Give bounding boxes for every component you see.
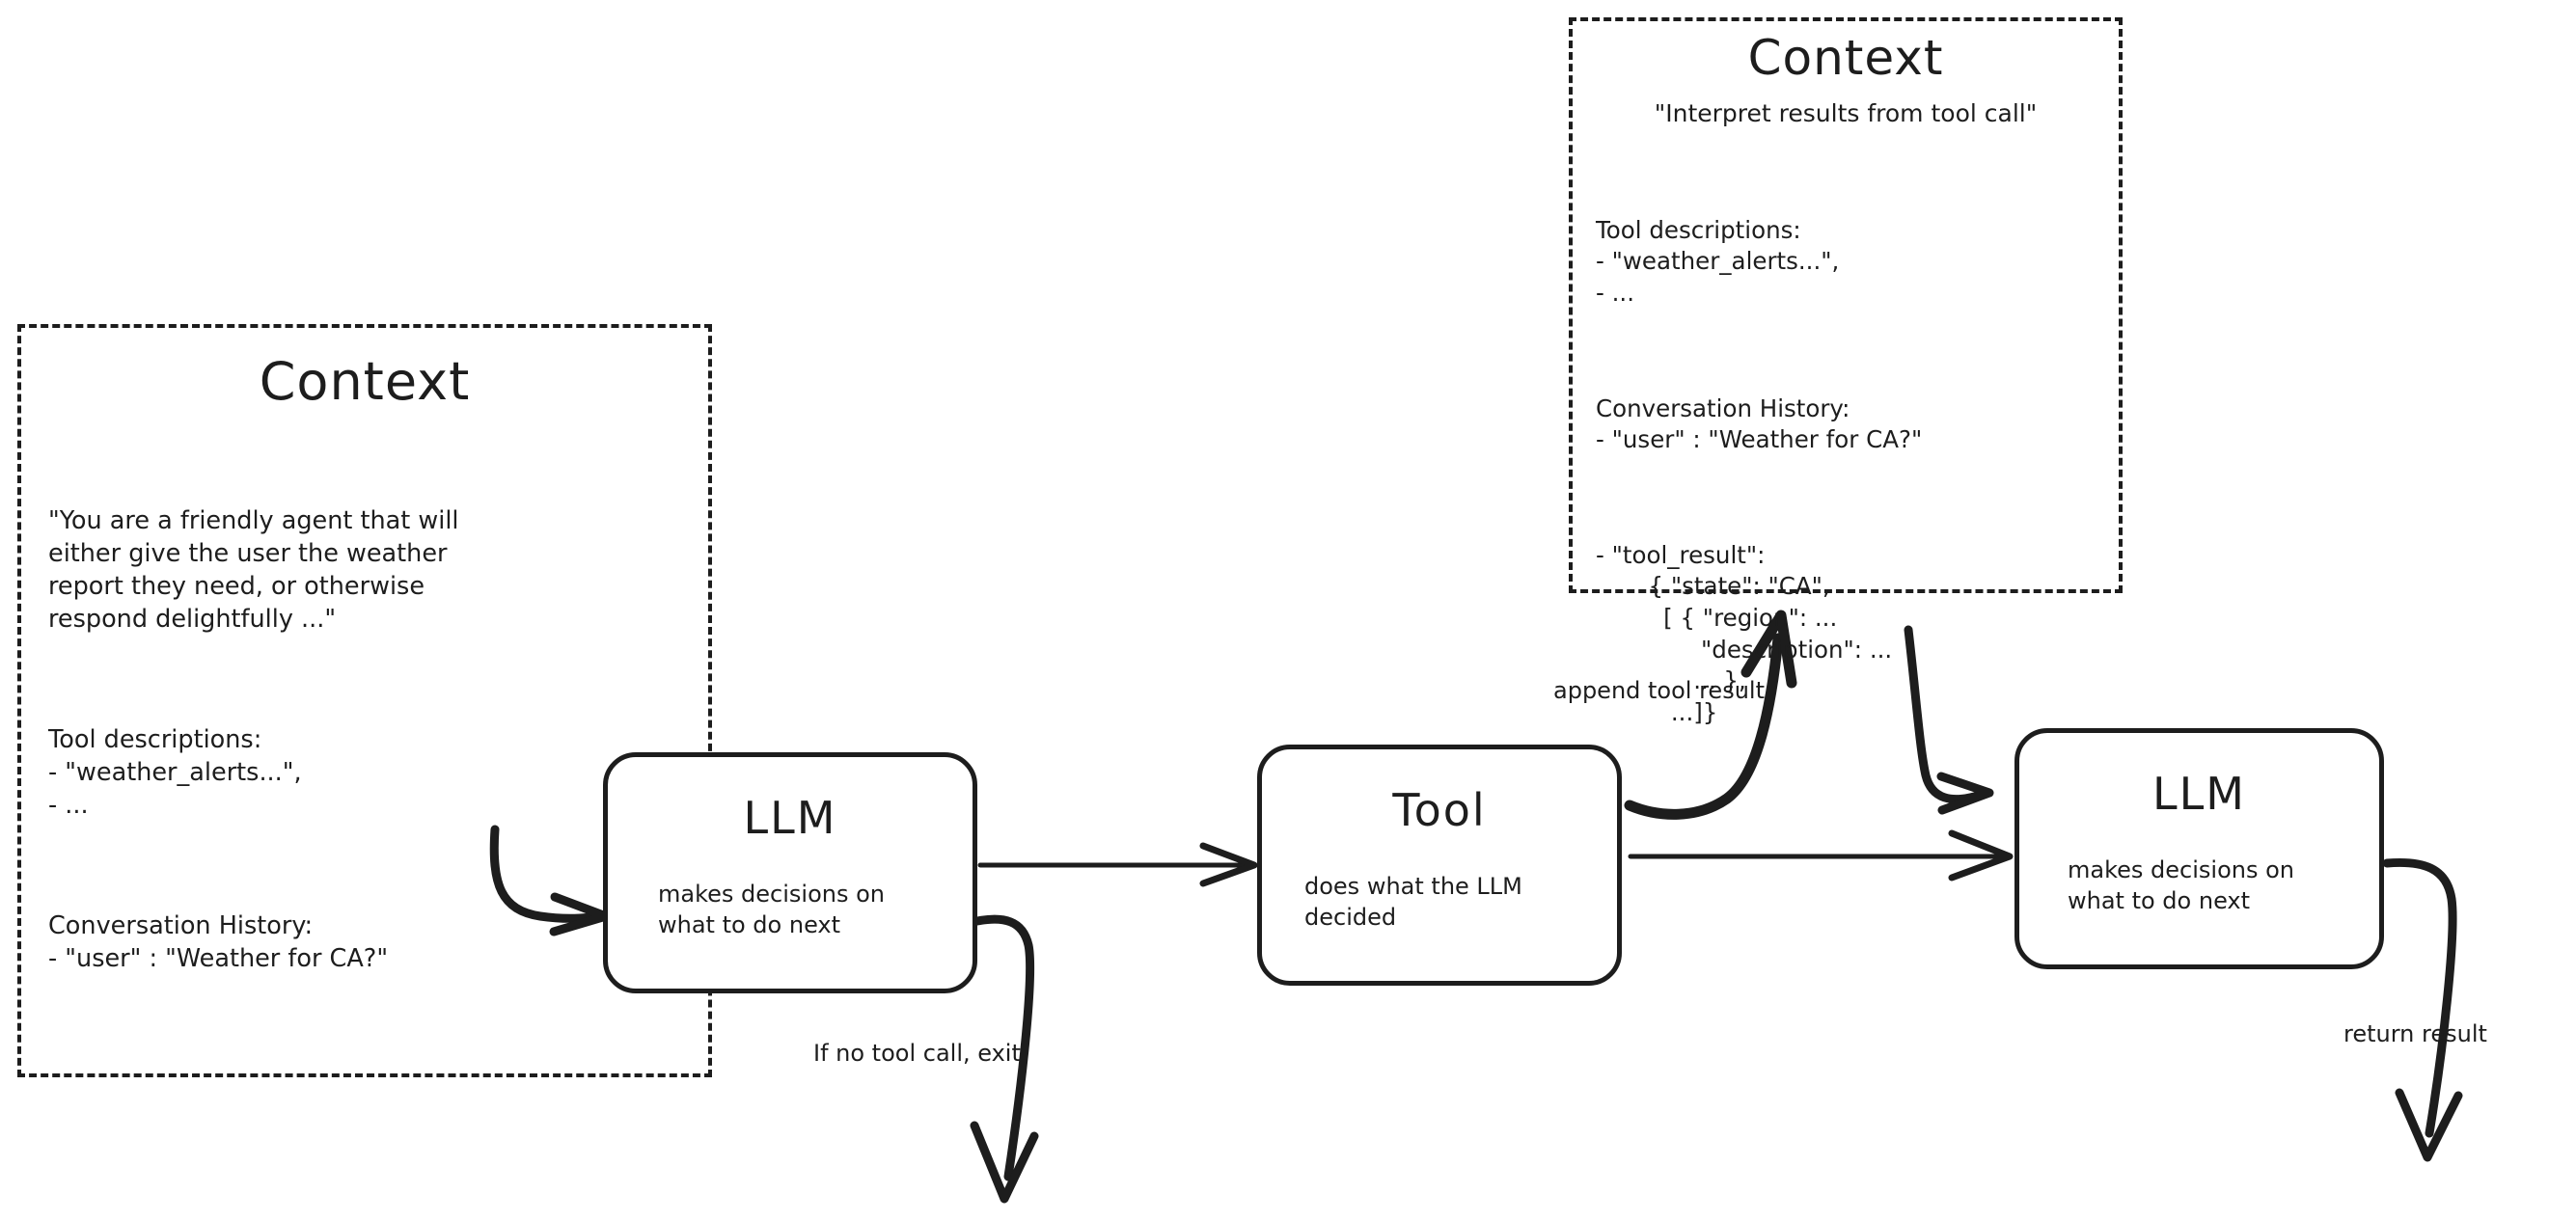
edge-label-append-tool-result: append tool result [1553,677,1765,704]
node-llm-first-title: LLM [743,792,837,844]
node-llm-first[interactable]: LLM makes decisions on what to do next [603,752,977,993]
node-tool-title: Tool [1392,784,1487,836]
edge-llm2-return [2382,857,2463,1162]
context-right-conversation-history: Conversation History: - "user" : "Weathe… [1596,393,1923,454]
context-box-right: Context "Interpret results from tool cal… [1569,17,2123,726]
context-left-system-prompt: "You are a friendly agent that will eith… [48,506,459,635]
context-right-tool-result: - "tool_result": { "state": "CA", [ { "r… [1596,540,1893,726]
node-llm-second-subtitle: makes decisions on what to do next [2068,856,2294,915]
context-right-title: Context [1747,30,1944,86]
edge-llm1-to-tool [977,842,1258,887]
context-right-instruction: "Interpret results from tool call" [1654,98,2038,127]
context-right-tool-descriptions: Tool descriptions: - "weather_alerts..."… [1596,215,1840,307]
node-tool-subtitle: does what the LLM decided [1304,873,1522,932]
context-left-body: "You are a friendly agent that will eith… [48,439,708,1042]
edge-tool-to-llm2 [1628,829,2014,882]
context-box-left: Context "You are a friendly agent that w… [17,324,712,1077]
context-right-body: Tool descriptions: - "weather_alerts..."… [1596,152,2119,792]
context-left-conversation-history: Conversation History: - "user" : "Weathe… [48,910,389,973]
context-left-tool-descriptions: Tool descriptions: - "weather_alerts..."… [48,724,302,821]
node-llm-second-title: LLM [2152,768,2246,820]
context-left-title: Context [259,351,471,412]
edge-label-if-no-tool-call-exit: If no tool call, exit [813,1040,1021,1067]
node-llm-first-subtitle: makes decisions on what to do next [658,881,885,939]
node-llm-second[interactable]: LLM makes decisions on what to do next [2014,728,2384,969]
node-tool[interactable]: Tool does what the LLM decided [1257,745,1622,986]
edge-label-return-result: return result [2343,1020,2487,1047]
